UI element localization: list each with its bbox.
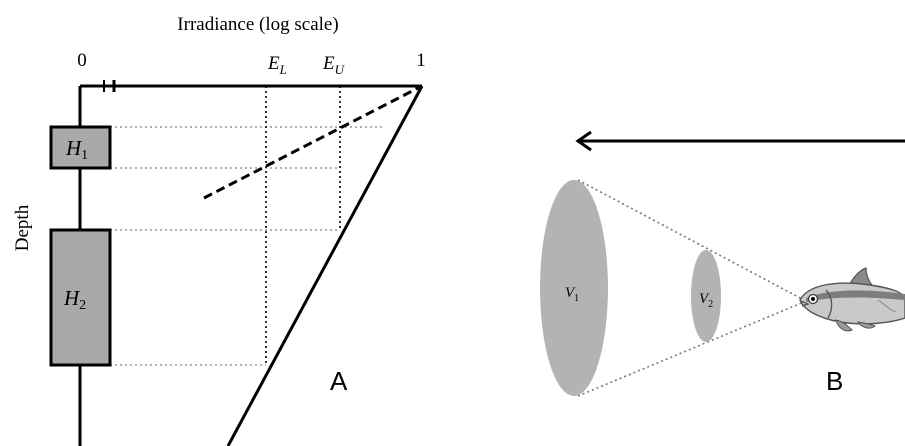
dashed-attenuation-line: [203, 85, 421, 200]
eu-label-sub: U: [335, 62, 346, 77]
v2-label-sub: 2: [708, 299, 713, 310]
h2-label-main: H: [63, 286, 81, 310]
v1-label: V1: [565, 285, 579, 304]
v2-label: V2: [699, 291, 713, 310]
h2-label-sub: 2: [79, 298, 86, 313]
el-label: EL: [267, 53, 287, 77]
v1-label-sub: 1: [574, 293, 579, 304]
fish-icon: [799, 267, 905, 332]
v2-volume-ellipse: [691, 250, 721, 342]
v1-volume-ellipse: [540, 180, 608, 396]
tick-label-zero: 0: [77, 50, 87, 71]
irradiance-axis-title: Irradiance (log scale): [177, 14, 338, 35]
depth-axis-label: Depth: [12, 204, 33, 251]
v2-label-main: V: [699, 291, 710, 307]
v1-label-main: V: [565, 285, 576, 301]
cone-upper-line: [577, 179, 805, 301]
threshold-lines: [265, 86, 341, 365]
tick-label-one: 1: [416, 50, 426, 71]
eu-label-main: E: [322, 53, 335, 74]
h1-habitat-box: [49, 125, 112, 170]
h2-habitat-box: [49, 228, 112, 367]
panel-a-letter: A: [330, 366, 348, 396]
el-label-sub: L: [279, 62, 287, 77]
cone-lower-line: [577, 301, 805, 397]
h1-label: H1: [65, 136, 88, 163]
h1-label-sub: 1: [81, 148, 88, 163]
habitat-guide-lines: [110, 126, 383, 366]
visual-cone-lines: [577, 179, 805, 397]
panel-b: V1 V2 B: [540, 130, 905, 397]
direction-arrow-head: [575, 130, 592, 152]
irradiance-attenuation-line: [226, 85, 424, 446]
panel-a: Irradiance (log scale) 0 1 EL EU Depth H: [12, 14, 426, 446]
eu-label: EU: [322, 53, 346, 77]
h2-label: H2: [63, 286, 86, 313]
h1-label-main: H: [65, 136, 83, 160]
panel-b-letter: B: [826, 366, 843, 396]
el-label-main: E: [267, 53, 280, 74]
